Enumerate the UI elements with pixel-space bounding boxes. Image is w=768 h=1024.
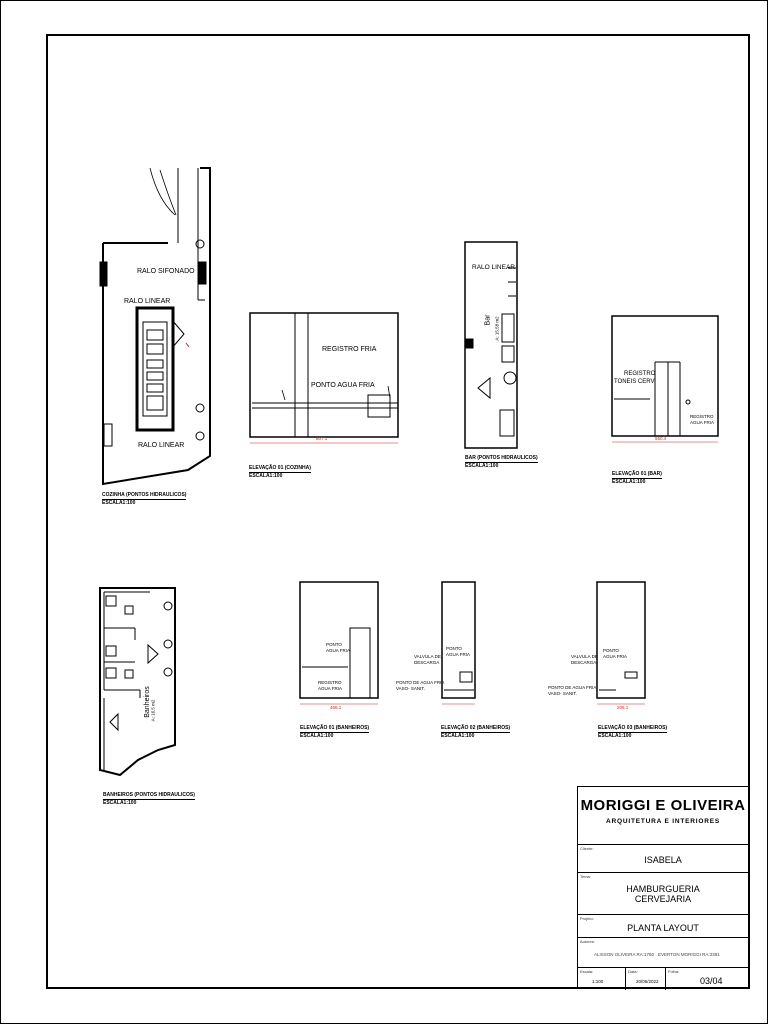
bath-elev3-label-valvula: VALVULA DE bbox=[571, 654, 598, 659]
date-value: 20/06/2022 bbox=[636, 979, 659, 984]
author-2: EVERTON MORIGGI RA:3381 bbox=[658, 952, 720, 957]
bath-elev2-label-vaso: VASO- SANIT. bbox=[396, 686, 425, 691]
bathroom-plan-drawing bbox=[99, 587, 176, 777]
theme-caption: Tema: bbox=[580, 874, 591, 879]
bar-label-area: A: 15.58 m2 bbox=[494, 316, 500, 341]
bar-label-name: Bar bbox=[484, 314, 492, 326]
bath-elev1-label-registro: REGISTRO bbox=[318, 680, 342, 685]
bath-plan-caption: BANHEIROS (PONTOS HIDRAULICOS) ESCALA1:1… bbox=[103, 792, 195, 806]
sheet-value: 03/04 bbox=[700, 976, 723, 986]
authors-caption: Autores: bbox=[580, 939, 595, 944]
bath-elev2-label-ponto: PONTO bbox=[446, 646, 462, 651]
bath-elev2-scale: ESCALA1:100 bbox=[441, 733, 475, 739]
kitchen-plan-title: COZINHA (PONTOS HIDRAULICOS) bbox=[102, 492, 187, 500]
bath-elev3-label-descarga: DESCARGA bbox=[571, 660, 597, 665]
client-caption: Cliente: bbox=[580, 846, 594, 851]
bath-elev1-dimension: 466.1 bbox=[330, 705, 342, 710]
bath-elev2-label-ponto-agua: PONTO DE AGUA FRIA bbox=[396, 680, 445, 685]
bath-plan-scale: ESCALA1:100 bbox=[103, 800, 137, 806]
bar-elev-label-toneis: TONEIS CERV. bbox=[614, 379, 656, 385]
kitchen-plan-scale: ESCALA1:100 bbox=[102, 500, 136, 506]
kitchen-plan-drawing bbox=[99, 167, 211, 486]
bar-plan-scale: ESCALA1:100 bbox=[465, 463, 499, 469]
bath-elev1-label-agua-2: AGUA FRIA bbox=[318, 686, 343, 691]
kitchen-elevation-drawing bbox=[249, 312, 399, 444]
bath-elev2-label-valvula: VALVULA DE bbox=[414, 654, 441, 659]
bath-elev2-title: ELEVAÇÃO 02 (BANHEIROS) bbox=[441, 725, 511, 733]
bar-elev-label-agua-fria: AGUA FRIA bbox=[690, 420, 715, 425]
bar-plan-title: BAR (PONTOS HIDRAULICOS) bbox=[465, 455, 538, 463]
bath-elev3-label-ponto-agua: PONTO DE AGUA FRIA bbox=[548, 685, 597, 690]
bar-elev-scale: ESCALA1:100 bbox=[612, 479, 646, 485]
bath-elev2-label-agua: AGUA FRIA bbox=[446, 652, 471, 657]
kitchen-label-ralo-linear-2: RALO LINEAR bbox=[138, 442, 185, 449]
bar-elev-label-registro-2: REGISTRO bbox=[690, 414, 714, 419]
client-row: Cliente: ISABELA bbox=[578, 844, 748, 872]
sheet-cell: Folha: 03/04 bbox=[666, 968, 748, 990]
bath-label-area: A: 16.5 m2 bbox=[150, 699, 156, 722]
theme-line-2: CERVEJARIA bbox=[634, 894, 692, 904]
firm-subtitle: ARQUITETURA E INTERIORES bbox=[606, 818, 720, 825]
project-row: Projeto: PLANTA LAYOUT bbox=[578, 914, 748, 937]
bar-elev-caption: ELEVAÇÃO 01 (BAR) ESCALA1:100 bbox=[612, 471, 662, 485]
bath-elev1-label-agua: AGUA FRIA bbox=[326, 648, 351, 653]
bar-elev-label-registro: REGISTRO bbox=[624, 371, 656, 377]
bath-elev3-label-agua: AGUA FRIA bbox=[603, 654, 628, 659]
bath-elev2-label-descarga: DESCARGA bbox=[414, 660, 440, 665]
bath-plan-title: BANHEIROS (PONTOS HIDRAULICOS) bbox=[103, 792, 195, 800]
drawing-frame bbox=[46, 34, 750, 989]
kitchen-label-ralo-linear-1: RALO LINEAR bbox=[124, 298, 171, 305]
date-caption: Data: bbox=[628, 969, 638, 974]
bath-elev2-caption: ELEVAÇÃO 02 (BANHEIROS) ESCALA1:100 bbox=[441, 725, 511, 739]
bathroom-elevation-2-drawing bbox=[441, 581, 476, 705]
bar-elev-title: ELEVAÇÃO 01 (BAR) bbox=[612, 471, 662, 479]
client-value: ISABELA bbox=[644, 855, 682, 865]
sheet-caption: Folha: bbox=[668, 969, 680, 974]
scale-caption: Escala: bbox=[580, 969, 594, 974]
kitchen-elev-scale: ESCALA1:100 bbox=[249, 473, 283, 479]
author-1: ALISSON OLIVEIRA RA:1760 bbox=[594, 952, 655, 957]
authors-row: Autores: ALISSON OLIVEIRA RA:1760 EVERTO… bbox=[578, 937, 748, 967]
bar-plan-drawing bbox=[464, 241, 518, 449]
date-cell: Data: 20/06/2022 bbox=[626, 968, 666, 990]
bath-elev1-caption: ELEVAÇÃO 01 (BANHEIROS) ESCALA1:100 bbox=[300, 725, 370, 739]
bath-elev3-scale: ESCALA1:100 bbox=[598, 733, 632, 739]
bath-elev3-caption: ELEVAÇÃO 03 (BANHEIROS) ESCALA1:100 bbox=[598, 725, 668, 739]
kitchen-elev-dimension: 807.1 bbox=[316, 436, 328, 441]
bathroom-elevation-1-drawing bbox=[299, 581, 379, 705]
kitchen-label-ralo-sifonado: RALO SIFONADO bbox=[137, 268, 195, 275]
bath-elev1-title: ELEVAÇÃO 01 (BANHEIROS) bbox=[300, 725, 370, 733]
scale-value: 1:100 bbox=[592, 979, 604, 984]
project-caption: Projeto: bbox=[580, 916, 594, 921]
bath-elev3-label-ponto: PONTO bbox=[603, 648, 619, 653]
title-block: MORIGGI E OLIVEIRA ARQUITETURA E INTERIO… bbox=[577, 786, 749, 990]
bar-label-ralo-linear: RALO LINEAR bbox=[472, 264, 515, 271]
kitchen-elev-title: ELEVAÇÃO 01 (COZINHA) bbox=[249, 465, 311, 473]
bath-elev3-dimension: 205.1 bbox=[617, 705, 629, 710]
kitchen-plan-caption: COZINHA (PONTOS HIDRAULICOS) ESCALA1:100 bbox=[102, 492, 187, 506]
firm-name: MORIGGI E OLIVEIRA bbox=[580, 797, 746, 814]
bath-elev3-label-vaso: VASO- SANIT. bbox=[548, 691, 577, 696]
bath-elev3-title: ELEVAÇÃO 03 (BANHEIROS) bbox=[598, 725, 668, 733]
bath-elev1-scale: ESCALA1:100 bbox=[300, 733, 334, 739]
scale-cell: Escala: 1:100 bbox=[578, 968, 626, 990]
kitchen-elev-caption: ELEVAÇÃO 01 (COZINHA) ESCALA1:100 bbox=[249, 465, 311, 479]
bar-elev-dimension: 550.4 bbox=[655, 436, 667, 441]
project-value: PLANTA LAYOUT bbox=[627, 923, 699, 933]
kitchen-elev-label-registro: REGISTRO FRIA bbox=[322, 346, 377, 353]
bar-plan-caption: BAR (PONTOS HIDRAULICOS) ESCALA1:100 bbox=[465, 455, 538, 469]
kitchen-elev-label-ponto: PONTO AGUA FRIA bbox=[311, 382, 375, 389]
bath-elev1-label-ponto: PONTO bbox=[326, 642, 342, 647]
bathroom-elevation-3-drawing bbox=[596, 581, 646, 705]
bar-elevation-drawing bbox=[611, 315, 719, 443]
theme-row: Tema: HAMBURGUERIA CERVEJARIA bbox=[578, 872, 748, 914]
info-row: Escala: 1:100 Data: 20/06/2022 Folha: 03… bbox=[578, 967, 748, 990]
theme-line-1: HAMBURGUERIA bbox=[626, 884, 700, 894]
